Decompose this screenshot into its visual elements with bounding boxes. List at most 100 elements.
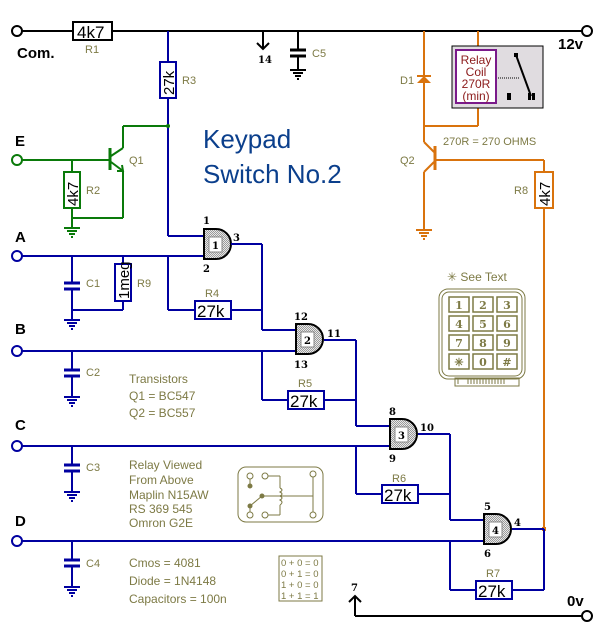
transistor-note-1: Transistors	[129, 372, 188, 386]
r1-value: 4k7	[77, 23, 104, 42]
d-label: D	[15, 513, 26, 530]
keypad-key-label: ✳	[454, 356, 463, 369]
com-terminal[interactable]	[11, 25, 23, 37]
c3-ref: C3	[86, 462, 100, 474]
resistor-r1: 4k7	[72, 21, 113, 42]
parts-note-1: Cmos = 4081	[129, 556, 201, 570]
relay-coil	[455, 49, 497, 104]
r6-ref: R6	[392, 473, 406, 485]
keypad-key-label: 8	[479, 337, 487, 350]
keypad-key[interactable]: 5	[472, 315, 494, 332]
relay-driver-circuit	[416, 31, 554, 531]
keypad-key-label: 1	[455, 299, 463, 312]
q2-ref: Q2	[400, 155, 415, 167]
relay-note-4: RS 369 545	[129, 502, 193, 516]
diode-d1-icon	[417, 76, 431, 83]
vdd-pin-arrow-icon	[256, 31, 270, 51]
keypad-key[interactable]: 2	[472, 296, 494, 313]
relay-note-1: Relay Viewed	[129, 458, 202, 472]
r4-ref: R4	[205, 288, 219, 300]
keypad-key-label: 4	[455, 318, 463, 331]
r2-value: 4k7	[65, 182, 82, 206]
resistor-r2: 4k7	[63, 160, 82, 238]
r3-value: 27k	[161, 70, 178, 95]
relay-text-1: Relay	[461, 53, 492, 67]
and-gate-4	[483, 513, 512, 545]
r9-value: 1meg	[116, 261, 133, 299]
relay-note-2: From Above	[129, 473, 194, 487]
keypad-key[interactable]: 6	[496, 315, 518, 332]
com-label: Com.	[17, 45, 55, 62]
keypad-connector-pins	[457, 378, 505, 384]
b-terminal[interactable]	[11, 345, 23, 357]
transistor-q1	[11, 124, 170, 219]
q1-ref: Q1	[129, 155, 144, 167]
keypad-key-label: 3	[503, 299, 511, 312]
and-gate-2	[295, 323, 324, 355]
truth-table	[278, 555, 323, 602]
keypad-key[interactable]: 7	[448, 334, 470, 351]
keypad-key[interactable]: ✳	[448, 353, 470, 370]
keypad-key-label: #	[502, 356, 511, 369]
gate2-pin-out: 11	[327, 329, 341, 340]
capacitor-c5	[290, 31, 306, 80]
gate3-pin-in2: 9	[389, 454, 396, 465]
gate1-pin-in1: 1	[203, 216, 210, 227]
c2-ref: C2	[86, 367, 100, 379]
b-label: B	[15, 321, 26, 338]
c-label: C	[15, 417, 26, 434]
gate4-pin-in2: 6	[484, 549, 491, 560]
r6-value: 27k	[384, 486, 412, 505]
a-label: A	[15, 229, 26, 246]
r5-ref: R5	[298, 378, 312, 390]
truth-row-4: 1 + 1 = 1	[281, 591, 319, 602]
d-terminal[interactable]	[11, 535, 23, 547]
12v-terminal[interactable]	[581, 25, 593, 37]
truth-row-1: 0 + 0 = 0	[281, 558, 319, 569]
keypad-key-label: 9	[503, 337, 511, 350]
gate1-pin-out: 3	[233, 233, 240, 244]
keypad-key-label: 6	[503, 318, 511, 331]
vdd-pin-label: 14	[258, 55, 272, 66]
relay-text-3: 270R	[462, 77, 491, 91]
input-a-circuit	[11, 250, 262, 330]
c5-ref: C5	[312, 48, 326, 60]
parts-note-2: Diode = 1N4148	[129, 574, 216, 588]
e-terminal[interactable]	[11, 154, 23, 166]
relay-note-3: Maplin N15AW	[129, 488, 209, 502]
relay-text-2: Coil	[466, 65, 487, 79]
r4-value: 27k	[197, 302, 225, 321]
supply-rail-12v	[11, 25, 593, 37]
c-terminal[interactable]	[11, 440, 23, 452]
keypad-key[interactable]: #	[496, 353, 518, 370]
relay	[451, 45, 544, 109]
gate2-pin-in1: 12	[294, 312, 308, 323]
keypad-key[interactable]: 9	[496, 334, 518, 351]
r3-ref: R3	[182, 75, 196, 87]
0v-terminal[interactable]	[581, 610, 593, 622]
gate2-pin-in2: 13	[294, 360, 308, 371]
a-terminal[interactable]	[11, 250, 23, 262]
0v-label: 0v	[567, 593, 584, 610]
vss-pin-label: 7	[351, 583, 358, 594]
12v-label: 12v	[558, 36, 584, 53]
keypad-key[interactable]: 8	[472, 334, 494, 351]
r1-ref: R1	[85, 44, 99, 56]
transistor-note-2: Q1 = BC547	[129, 389, 196, 403]
ground-rail-0v	[348, 594, 593, 622]
truth-row-3: 1 + 0 = 0	[281, 580, 319, 591]
c1-ref: C1	[86, 278, 100, 290]
title-line1: Keypad	[203, 124, 291, 154]
ohms-note: 270R = 270 OHMS	[443, 136, 536, 148]
keypad-key[interactable]: 1	[448, 296, 470, 313]
keypad-key[interactable]: 3	[496, 296, 518, 313]
keypad-key[interactable]: 4	[448, 315, 470, 332]
r7-value: 27k	[478, 582, 506, 601]
input-c-circuit	[11, 440, 450, 504]
keypad-key[interactable]: 0	[472, 353, 494, 370]
gate4-pin-out: 4	[514, 518, 521, 529]
keypad-key-label: 7	[455, 337, 463, 350]
transistor-note-3: Q2 = BC557	[129, 406, 196, 420]
